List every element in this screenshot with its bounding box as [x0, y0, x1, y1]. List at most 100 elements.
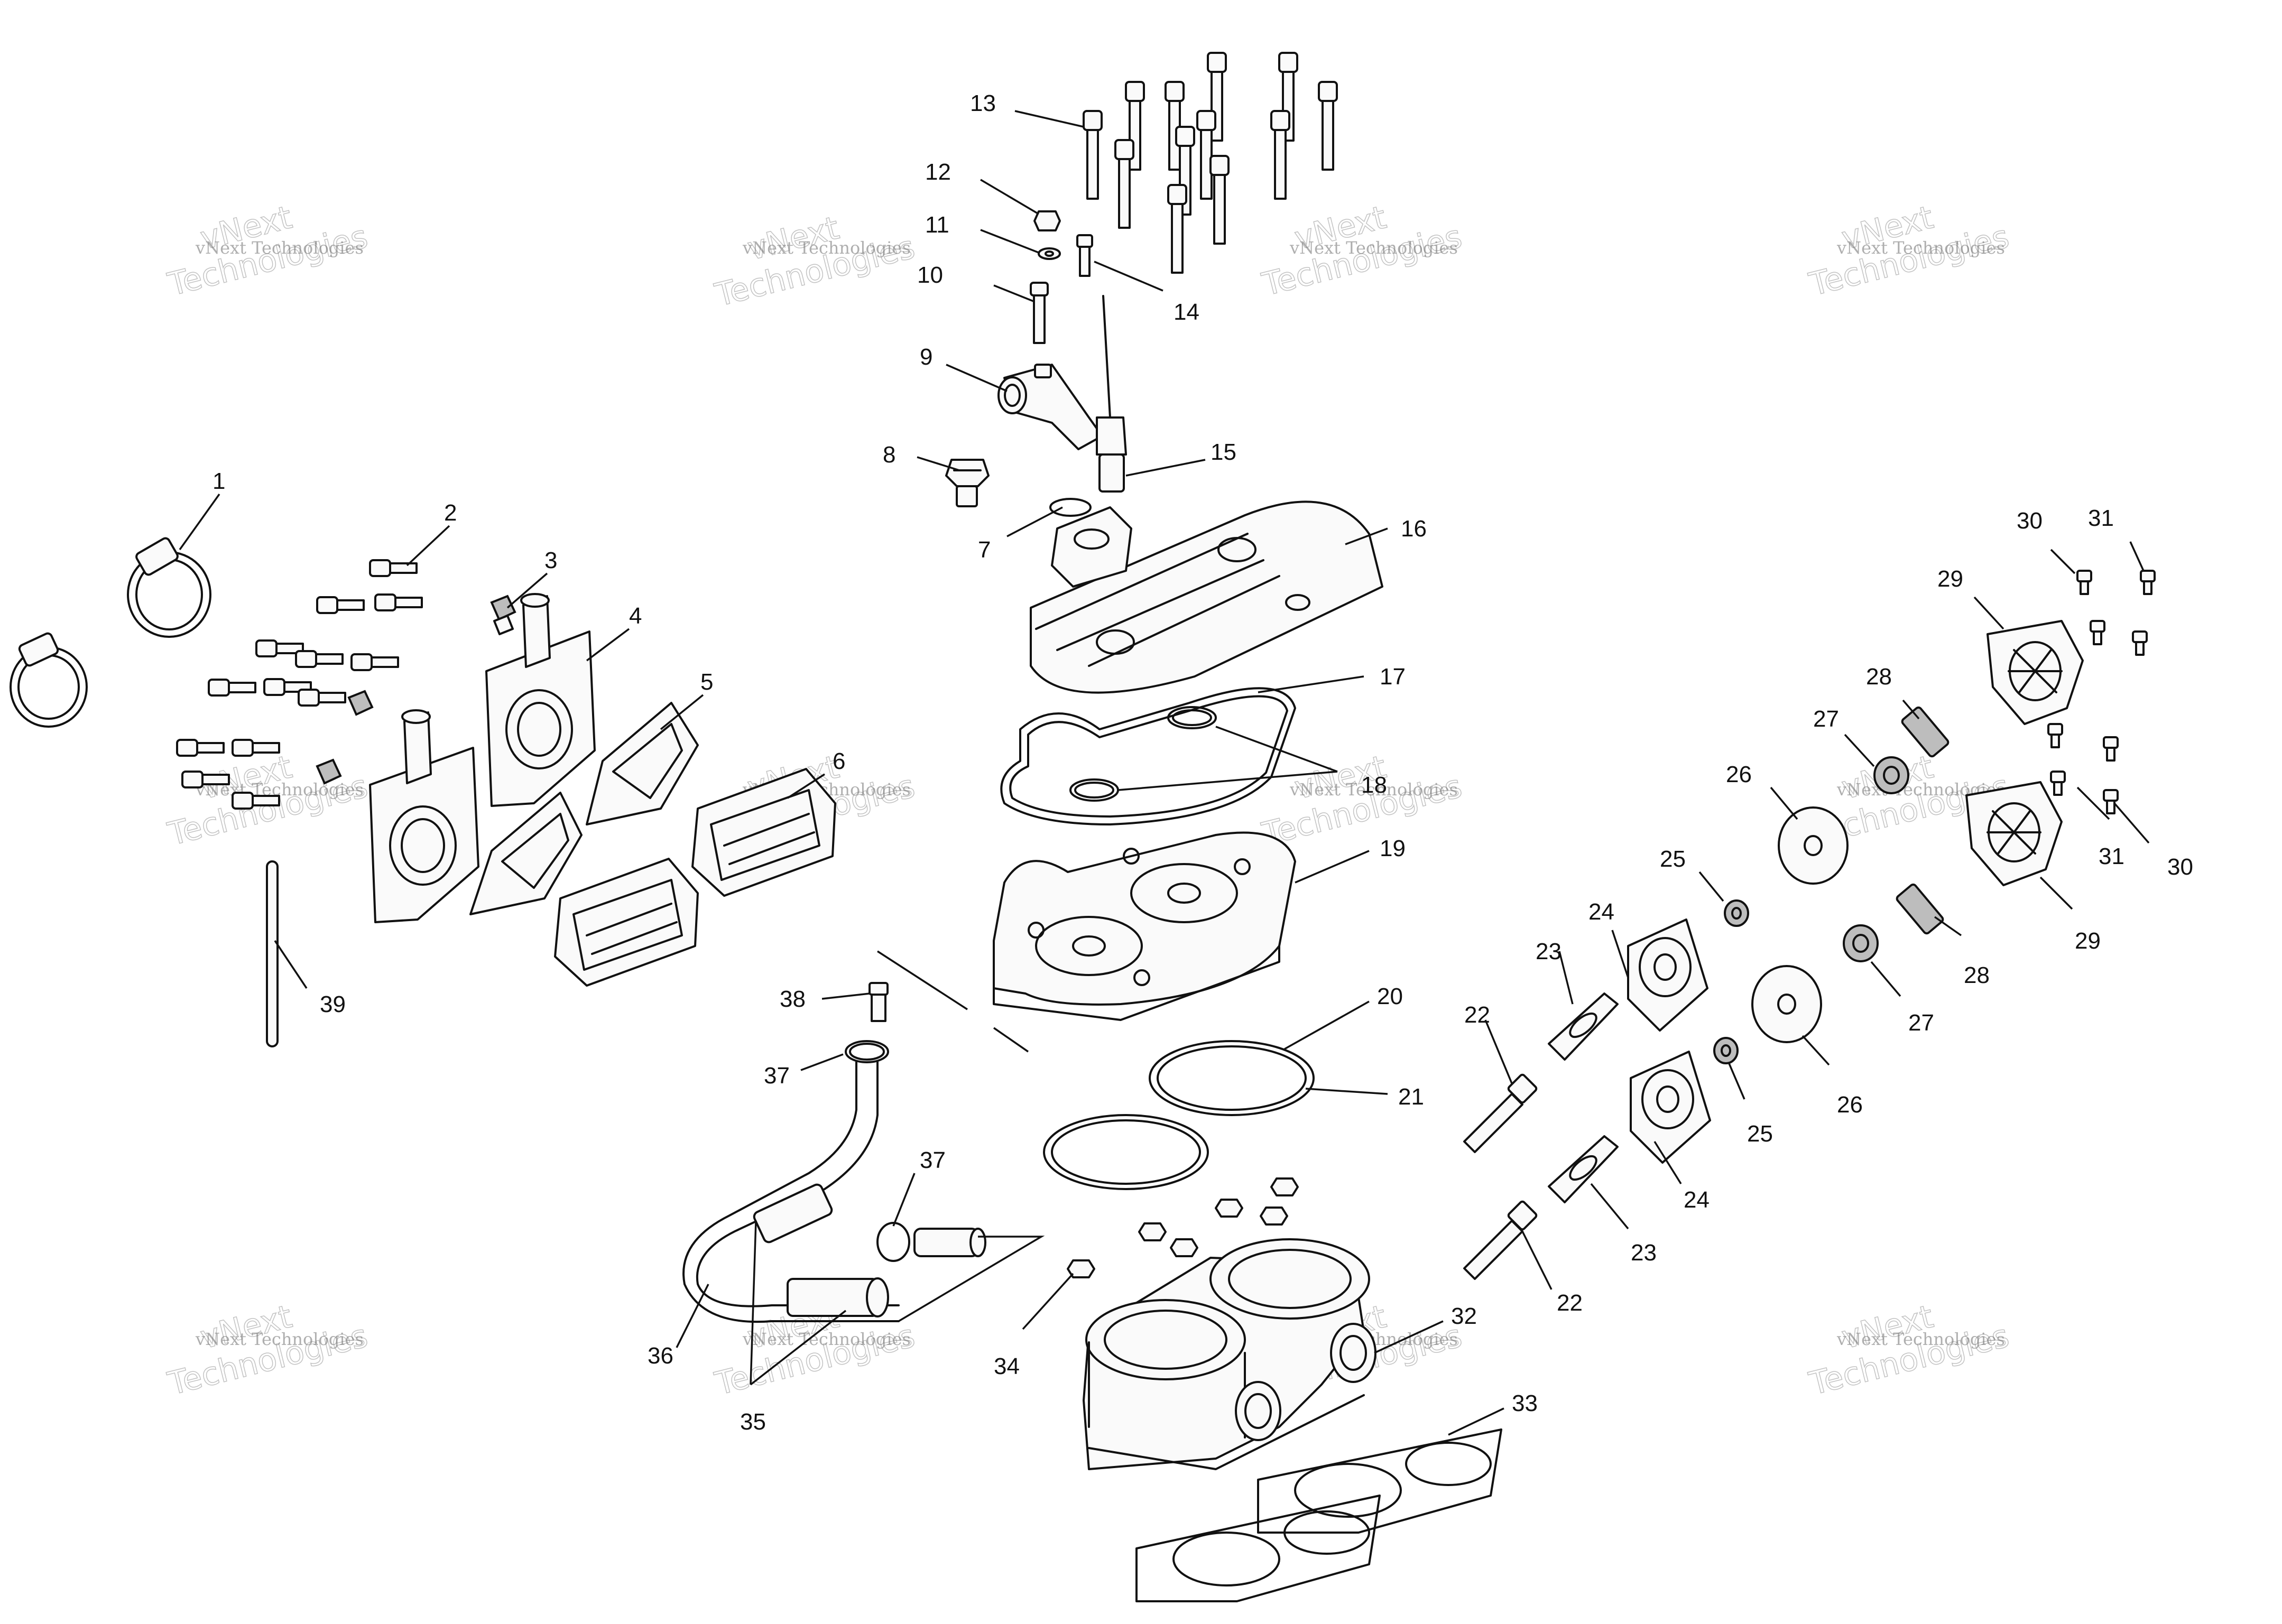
water-outlet-elbow — [997, 364, 1103, 450]
diaphragm-upper — [1778, 806, 1849, 885]
base-gaskets — [1135, 1428, 1502, 1602]
intake-manifold-lower — [369, 709, 479, 923]
callout-8: 8 — [883, 442, 895, 468]
hose-fitting — [869, 982, 889, 1022]
callout-22: 22 — [1464, 1002, 1490, 1028]
callout-30: 30 — [2167, 854, 2193, 880]
spacer-upper — [1724, 899, 1749, 927]
callout-39: 39 — [320, 991, 346, 1017]
pump-cover-upper — [1627, 918, 1708, 1032]
coolant-hose — [682, 1061, 900, 1323]
callout-25: 25 — [1660, 846, 1686, 872]
reed-cage-upper — [586, 702, 699, 825]
callout-2: 2 — [444, 500, 457, 526]
pump-gasket-upper — [1548, 992, 1619, 1061]
threaded-fitting — [945, 459, 990, 507]
callout-7: 7 — [978, 537, 991, 563]
callout-29: 29 — [2075, 928, 2101, 954]
small-o-rings — [1069, 706, 1217, 802]
callout-10: 10 — [917, 262, 943, 288]
cylinder-head — [993, 831, 1296, 1021]
callout-24: 24 — [1684, 1187, 1710, 1213]
spark-plug-upper — [1463, 1073, 1538, 1153]
cylinder-rings — [1043, 1040, 1315, 1190]
head-bolts — [1083, 52, 1338, 274]
callout-13: 13 — [970, 90, 996, 116]
callout-33: 33 — [1512, 1390, 1538, 1416]
callout-3: 3 — [544, 547, 557, 573]
callout-15: 15 — [1211, 439, 1236, 465]
callout-27: 27 — [1908, 1010, 1934, 1036]
watermark-text: vNext Technologies — [1836, 238, 2005, 258]
callout-16: 16 — [1401, 516, 1427, 542]
callout-24: 24 — [1588, 899, 1614, 925]
callout-12: 12 — [925, 159, 951, 185]
watermark-text: vNext Technologies — [1836, 1329, 2005, 1349]
callout-23: 23 — [1536, 939, 1562, 964]
cap-screws — [2047, 570, 2156, 814]
diaphragm-lower — [1751, 965, 1822, 1043]
watermark-text: vNext Technologies — [1289, 238, 1458, 258]
callout-20: 20 — [1377, 983, 1403, 1009]
spring-cup-upper — [1873, 756, 1909, 794]
callout-26: 26 — [1837, 1092, 1863, 1118]
callout-23: 23 — [1631, 1240, 1657, 1266]
spring-cup-lower — [1843, 924, 1879, 962]
reed-block-upper — [691, 768, 836, 897]
callout-18: 18 — [1361, 772, 1387, 798]
callout-37: 37 — [764, 1063, 790, 1089]
hose-clamp-upper — [127, 537, 211, 638]
o-ring-small — [1049, 498, 1092, 517]
callout-32: 32 — [1451, 1303, 1477, 1329]
hose-clamps-small — [845, 1040, 910, 1262]
callout-31: 31 — [2088, 505, 2114, 531]
callout-38: 38 — [780, 986, 806, 1012]
small-fasteners — [1030, 210, 1093, 344]
reed-cage-lower — [469, 792, 583, 915]
watermark-text: vNext Technologies — [195, 1329, 364, 1349]
pump-cap-lower — [1965, 781, 2063, 886]
callout-1: 1 — [213, 468, 225, 494]
callout-37: 37 — [920, 1147, 946, 1173]
callout-9: 9 — [920, 344, 932, 370]
cylinder-nuts — [1067, 1177, 1299, 1278]
spring-upper — [1901, 706, 1950, 758]
temperature-sensor — [1096, 295, 1127, 493]
callout-35: 35 — [740, 1409, 766, 1435]
pump-cover-lower — [1630, 1051, 1711, 1164]
callout-36: 36 — [648, 1343, 673, 1369]
callout-17: 17 — [1380, 664, 1406, 690]
spacer-lower — [1713, 1037, 1739, 1064]
callout-31: 31 — [2099, 843, 2124, 869]
intake-bolts — [176, 559, 423, 810]
callout-30: 30 — [2017, 508, 2043, 534]
callout-28: 28 — [1964, 962, 1990, 988]
cylinder-block — [1083, 1238, 1376, 1470]
callout-28: 28 — [1866, 664, 1892, 690]
callout-34: 34 — [994, 1353, 1020, 1379]
reed-block-lower — [554, 858, 699, 987]
callout-21: 21 — [1398, 1084, 1424, 1110]
pump-cap-upper — [1987, 620, 2084, 725]
callout-4: 4 — [629, 603, 642, 629]
pump-gasket-lower — [1548, 1135, 1619, 1203]
intake-manifold-upper — [485, 593, 596, 807]
spring-lower — [1896, 883, 1944, 935]
callout-5: 5 — [700, 669, 713, 695]
watermark-text: vNext Technologies — [742, 1329, 911, 1349]
watermark-text: vNext Technologies — [742, 238, 911, 258]
hose-connector — [913, 1228, 986, 1257]
hose-clamp-lower — [10, 632, 88, 728]
callout-26: 26 — [1726, 762, 1752, 787]
callout-11: 11 — [925, 212, 949, 238]
small-brackets — [316, 595, 516, 785]
callout-22: 22 — [1557, 1290, 1583, 1316]
callout-29: 29 — [1937, 566, 1963, 592]
cylinder-head-cover — [1030, 500, 1383, 694]
leader-lines — [179, 110, 2150, 1436]
seal-strip — [266, 860, 279, 1047]
callout-25: 25 — [1747, 1121, 1773, 1147]
watermark-text: vNext Technologies — [1289, 779, 1458, 800]
callout-numbers: 1 2 3 4 5 6 7 8 9 10 11 12 13 14 15 16 1… — [213, 90, 2193, 1435]
